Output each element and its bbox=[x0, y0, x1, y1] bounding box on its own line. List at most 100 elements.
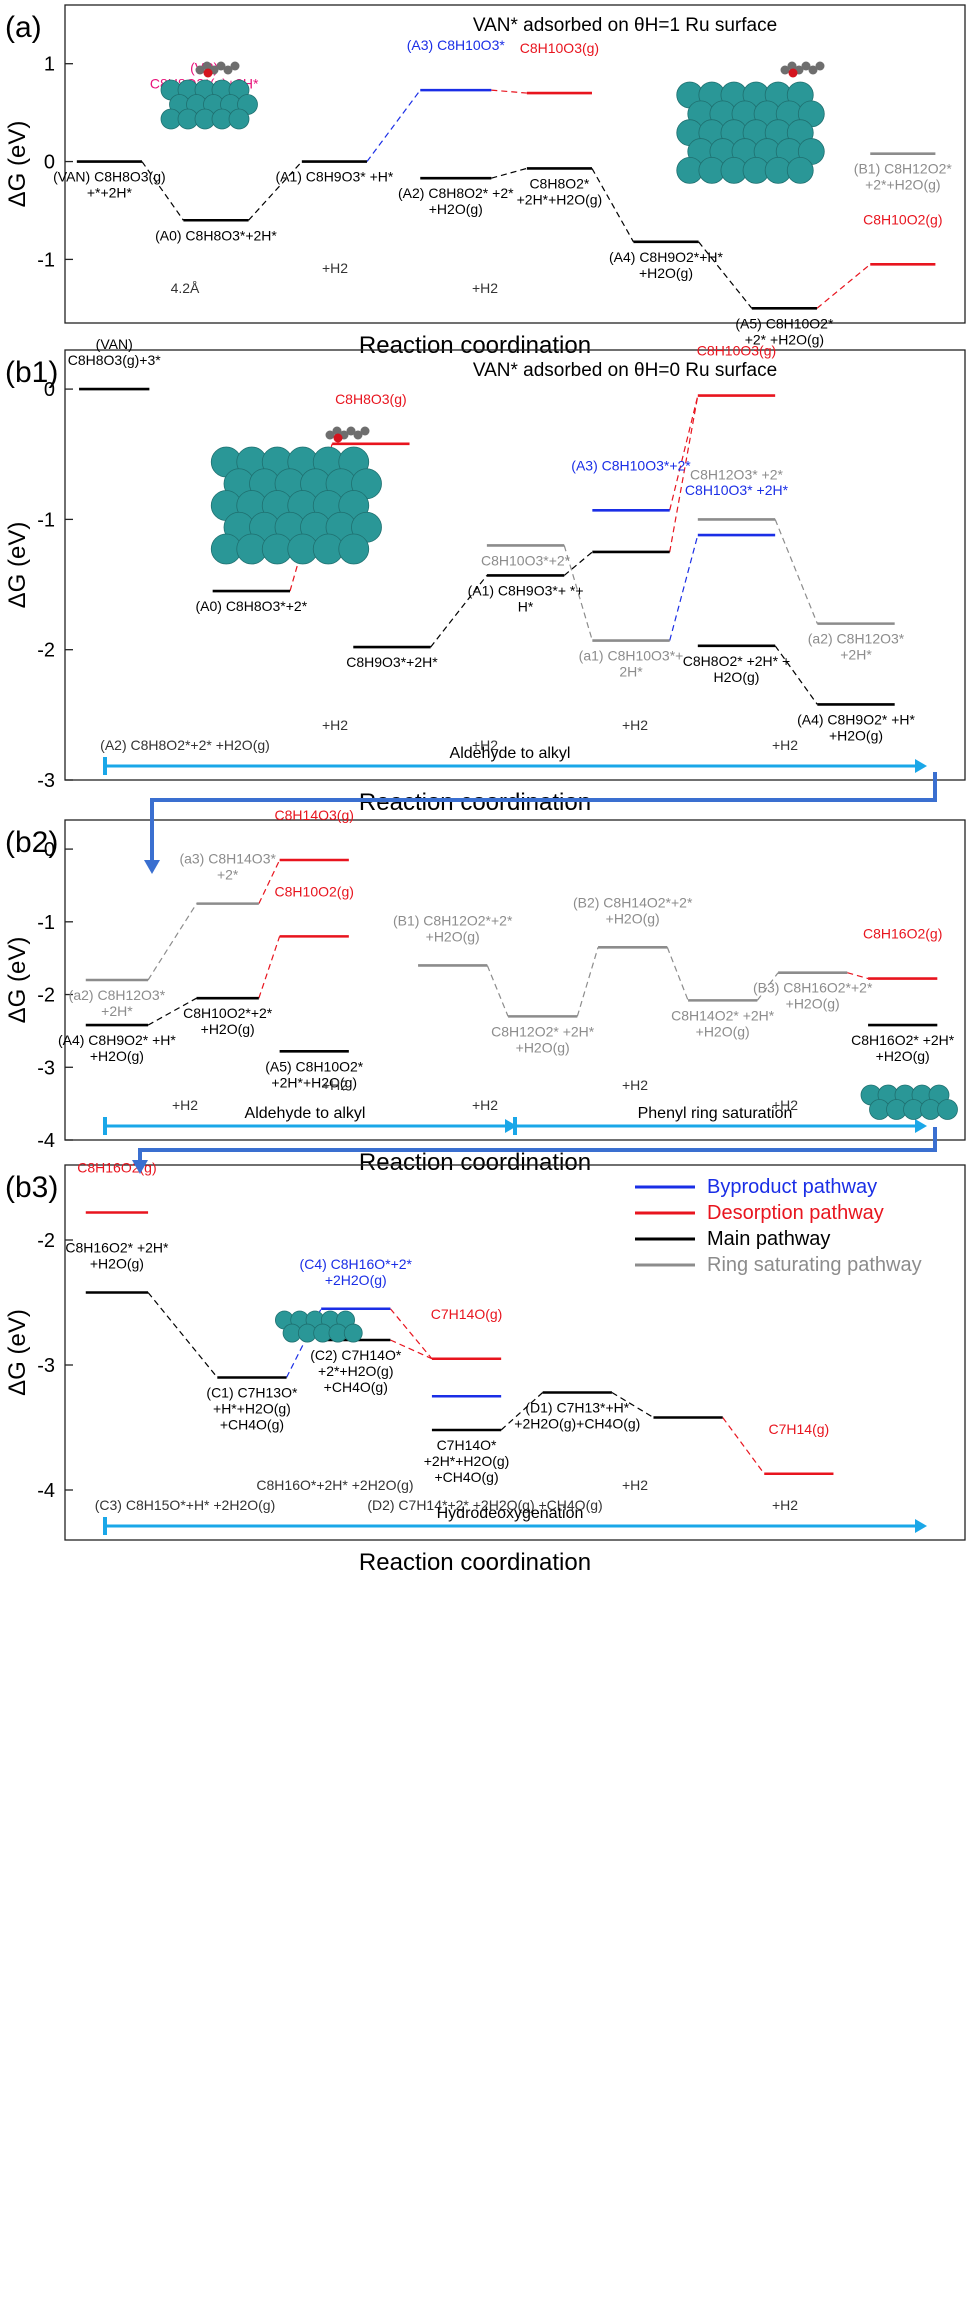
level-label: C8H16O2* +2H*+H2O(g) bbox=[65, 1240, 169, 1272]
level-label: (a3) C8H14O3*+2* bbox=[179, 851, 276, 883]
annotation-text: +H2 bbox=[172, 1097, 198, 1113]
carbon-atom bbox=[202, 61, 212, 71]
connector-line bbox=[666, 947, 689, 1001]
level-label: (A3) C8H10O3*+2* bbox=[571, 457, 691, 473]
level-label: (B1) C8H12O2*+2*+H2O(g) bbox=[854, 161, 953, 193]
carbon-atom bbox=[801, 61, 811, 71]
level-label: (A0) C8H8O3*+2* bbox=[195, 598, 307, 614]
progress-bar-label: Aldehyde to alkyl bbox=[245, 1105, 366, 1122]
carbon-atom bbox=[787, 61, 797, 71]
connector-line bbox=[141, 161, 184, 221]
annotation-text: +H2 bbox=[622, 1077, 648, 1093]
y-tick-label: -2 bbox=[37, 985, 55, 1007]
panel-label: (a) bbox=[5, 11, 42, 44]
annotation-text: (C3) C8H15O*+H* +2H2O(g) bbox=[95, 1497, 276, 1513]
annotation-text: (A2) C8H8O2*+2* +H2O(g) bbox=[100, 737, 270, 753]
panel-link-arrow-1-head bbox=[144, 860, 160, 874]
y-tick-label: -3 bbox=[37, 770, 55, 792]
level-label: C8H9O3*+2H* bbox=[346, 654, 438, 670]
connector-line bbox=[563, 551, 593, 576]
level-label: C8H10O3* +2H* bbox=[685, 482, 789, 498]
ru-atom bbox=[786, 156, 814, 184]
carbon-atom bbox=[195, 65, 205, 75]
level-label: C7H14O(g) bbox=[431, 1306, 503, 1322]
progress-bar-label: Aldehyde to alkyl bbox=[450, 745, 571, 762]
level-label: C8H8O2* +2H* +H2O(g) bbox=[683, 653, 790, 685]
annotation-text: +H2 bbox=[322, 717, 348, 733]
ru-surface-a0 bbox=[160, 79, 258, 130]
level-label: (a1) C8H10O3*+2H* bbox=[579, 648, 684, 680]
annotation-text: +H2 bbox=[472, 1097, 498, 1113]
level-label: C8H10O2(g) bbox=[863, 211, 942, 227]
level-label: (C2) C7H14O*+2*+H2O(g)+CH4O(g) bbox=[310, 1347, 402, 1395]
y-axis-label: ΔG (eV) bbox=[4, 121, 31, 208]
level-label: C8H16O2(g) bbox=[863, 926, 942, 942]
connector-line bbox=[258, 936, 281, 999]
x-axis-label: Reaction coordination bbox=[359, 789, 591, 816]
y-tick-label: -2 bbox=[37, 1230, 55, 1252]
level-label: C8H12O2* +2H*+H2O(g) bbox=[491, 1023, 595, 1055]
y-tick-label: -1 bbox=[37, 912, 55, 934]
level-label: (B2) C8H14O2*+2*+H2O(g) bbox=[573, 894, 693, 926]
ru-surface-b3 bbox=[274, 1310, 363, 1343]
level-label: C8H10O2*+2*+H2O(g) bbox=[183, 1005, 273, 1037]
y-axis-label: ΔG (eV) bbox=[4, 522, 31, 609]
connector-line bbox=[669, 534, 699, 641]
panel-link-arrow-1 bbox=[150, 772, 937, 860]
ru-cluster-a bbox=[676, 81, 825, 184]
annotation-text: C8H16O*+2H* +2H2O(g) bbox=[256, 1477, 413, 1493]
connector-line bbox=[147, 1292, 218, 1378]
connector-line bbox=[847, 972, 869, 980]
level-label: C8H10O2(g) bbox=[275, 883, 354, 899]
level-label: (A4) C8H9O2* +H*+H2O(g) bbox=[58, 1032, 176, 1064]
y-tick-label: 0 bbox=[44, 379, 55, 401]
level-label: (A4) C8H9O2*+H*+H2O(g) bbox=[609, 249, 724, 281]
carbon-atom bbox=[815, 61, 825, 71]
level-label: C7H14(g) bbox=[768, 1421, 829, 1437]
plot-frame bbox=[64, 4, 966, 324]
annotation-text: +H2 bbox=[772, 737, 798, 753]
connector-line bbox=[722, 1417, 765, 1475]
connector-line bbox=[248, 161, 303, 221]
y-tick-label: -3 bbox=[37, 1355, 55, 1377]
connector-line bbox=[669, 395, 699, 553]
ru-atom bbox=[228, 108, 250, 130]
level-label: C8H10O3(g) bbox=[697, 343, 776, 359]
ru-surface-b2 bbox=[860, 1084, 958, 1120]
level-label: C8H12O3* +2* bbox=[690, 466, 784, 482]
level-label: (A2) C8H8O2* +2*+H2O(g) bbox=[398, 185, 514, 217]
connector-line bbox=[366, 89, 421, 162]
annotation-text: +H2 bbox=[472, 280, 498, 296]
connector-line bbox=[147, 903, 198, 981]
connector-line bbox=[289, 443, 333, 592]
connector-line bbox=[491, 89, 527, 94]
level-label: (a2) C8H12O3*+2H* bbox=[69, 987, 166, 1019]
plot-frame bbox=[64, 349, 966, 781]
panel-label: (b2) bbox=[5, 826, 58, 859]
connector-line bbox=[389, 1308, 433, 1360]
level-label: (VAN) C8H8O3(g)+*+2H* bbox=[53, 169, 166, 201]
oxygen-atom bbox=[788, 68, 798, 78]
carbon-atom bbox=[346, 426, 356, 436]
x-axis-label: Reaction coordination bbox=[359, 332, 591, 359]
progress-bar-arrowhead bbox=[915, 759, 927, 773]
connector-line bbox=[756, 972, 779, 1001]
panel-link-arrow-2 bbox=[138, 1127, 937, 1160]
carbon-atom bbox=[325, 430, 335, 440]
annotation-text: (D2) C7H14*+2* +2H2O(g) +CH4O(g) bbox=[367, 1497, 602, 1513]
level-label: C8H8O3(g) bbox=[335, 391, 407, 407]
y-tick-label: -3 bbox=[37, 1057, 55, 1079]
annotation-text: +H2 bbox=[472, 737, 498, 753]
connector-line bbox=[258, 859, 281, 904]
carbon-atom bbox=[360, 426, 370, 436]
connector-line bbox=[591, 168, 634, 243]
plot-frame bbox=[64, 1164, 966, 1541]
level-label: C8H8O2*+2H*+H2O(g) bbox=[517, 175, 603, 207]
panel-label: (b1) bbox=[5, 356, 58, 389]
molecule-a bbox=[780, 61, 825, 78]
annotation-text: +H2 bbox=[622, 717, 648, 733]
y-axis-label: ΔG (eV) bbox=[4, 1309, 31, 1396]
panel-label: (b3) bbox=[5, 1171, 58, 1204]
progress-bar-arrowhead bbox=[505, 1119, 517, 1133]
